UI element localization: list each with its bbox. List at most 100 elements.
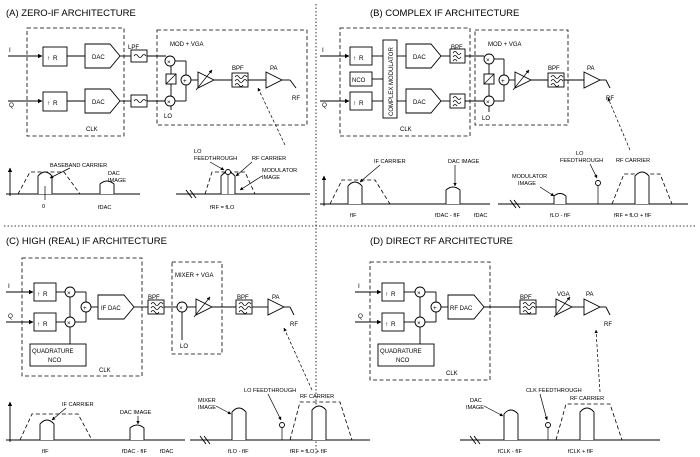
lo-feedthrough-marker-b	[595, 180, 601, 186]
svg-text:I: I	[358, 283, 360, 290]
clk-feedthrough-label: CLK FEEDTHROUGH	[526, 388, 582, 394]
dac-group-box-c	[21, 257, 143, 377]
f-rf-eq-a: fRF = fLO	[210, 205, 235, 211]
rf-carrier-label-c: RF CARRIER	[300, 394, 334, 400]
svg-text:↑: ↑	[47, 55, 50, 62]
svg-text:↑: ↑	[37, 291, 40, 298]
clk-feedthrough-marker	[545, 422, 551, 428]
vga-b	[514, 71, 533, 89]
svg-text:×: ×	[179, 305, 183, 312]
svg-text:I: I	[8, 283, 10, 290]
f-clk-if2-d: fCLK + fIF	[568, 449, 594, 455]
svg-text:+: +	[183, 78, 187, 85]
rf-carrier-d	[579, 407, 595, 440]
svg-text:BPF: BPF	[520, 295, 532, 301]
lo-feedthrough-marker-c	[279, 422, 285, 428]
svg-text:Q: Q	[322, 102, 327, 109]
svg-text:I: I	[322, 47, 324, 54]
lpf-i	[130, 49, 148, 63]
svg-text:DAC: DAC	[413, 55, 426, 61]
svg-text:+: +	[433, 305, 437, 312]
title-direct-rf: (D) DIRECT RF ARCHITECTURE	[370, 236, 513, 247]
svg-text:RF: RF	[606, 96, 614, 102]
svg-text:BPF: BPF	[148, 295, 160, 301]
mod-vga-label: MOD + VGA	[170, 42, 204, 48]
if-dac-label: IF DAC	[101, 306, 121, 312]
bpf-q-b	[449, 93, 466, 109]
clk-label: CLK	[86, 127, 98, 133]
if-carrier-b	[347, 181, 363, 204]
interp-block-i	[42, 46, 68, 67]
svg-text:+: +	[83, 305, 87, 312]
panel-zero-if: (A) ZERO-IF ARCHITECTURE I Q ↑R ↑R DAC D…	[6, 8, 310, 211]
f-dac-b: fDAC	[474, 213, 487, 219]
svg-text:↑: ↑	[385, 321, 388, 328]
interp-block-q	[42, 91, 68, 112]
if-dac-c	[97, 294, 135, 320]
svg-text:PA: PA	[272, 295, 280, 301]
svg-text:DAC: DAC	[470, 398, 482, 404]
if-carrier-c	[39, 419, 55, 440]
f-rf-eq-b: fRF = fLO + fIF	[614, 213, 652, 219]
vga-c	[195, 298, 214, 316]
svg-text:DAC: DAC	[413, 100, 426, 106]
svg-text:R: R	[391, 321, 396, 328]
panel-high-if: (C) HIGH (REAL) IF ARCHITECTURE I Q ↑R ↑…	[6, 236, 370, 455]
svg-text:R: R	[359, 100, 364, 107]
svg-text:NCO: NCO	[396, 358, 410, 364]
input-i-label: I	[9, 47, 11, 54]
f-lo-if-c: fLO - fIF	[228, 449, 249, 455]
svg-text:FEEDTHROUGH: FEEDTHROUGH	[194, 156, 237, 162]
complex-modulator	[382, 39, 398, 119]
dac-group-box-d	[369, 261, 491, 381]
f-dac-c: fDAC	[160, 449, 173, 455]
svg-text:FEEDTHROUGH: FEEDTHROUGH	[560, 158, 603, 164]
mixer-vga-label: MIXER + VGA	[175, 273, 214, 279]
svg-text:Q: Q	[8, 313, 13, 320]
input-q-label: Q	[9, 102, 14, 109]
svg-text:0: 0	[42, 204, 45, 210]
f-dac-a: fDAC	[98, 205, 111, 211]
svg-text:IMAGE: IMAGE	[466, 405, 484, 411]
svg-text:↑: ↑	[47, 100, 50, 107]
svg-text:R: R	[391, 291, 396, 298]
svg-text:×: ×	[67, 320, 71, 327]
rf-carrier-label-d: RF CARRIER	[570, 396, 604, 402]
svg-text:R: R	[43, 321, 48, 328]
nco-label-b: NCO	[352, 78, 366, 84]
svg-text:RF: RF	[290, 322, 298, 328]
svg-text:×: ×	[417, 290, 421, 297]
vga-a	[197, 71, 216, 89]
rf-carrier-label-a: RF CARRIER	[252, 156, 286, 162]
quadrature-nco-d	[377, 343, 435, 367]
svg-text:PA: PA	[587, 66, 595, 72]
svg-text:BPF: BPF	[548, 66, 560, 72]
dac-i-b	[405, 43, 442, 69]
svg-text:LO: LO	[482, 116, 490, 122]
svg-text:R: R	[53, 55, 58, 62]
pa-d	[583, 298, 602, 316]
f-clk-if-d: fCLK - fIF	[498, 449, 523, 455]
mixer-image-c	[231, 407, 247, 440]
svg-text:×: ×	[417, 320, 421, 327]
pa-a	[265, 71, 284, 89]
svg-text:DAC: DAC	[92, 100, 105, 106]
svg-text:×: ×	[67, 290, 71, 297]
svg-text:×: ×	[167, 99, 171, 106]
svg-text:QUADRATURE: QUADRATURE	[380, 349, 422, 355]
dac-group-box	[26, 27, 125, 137]
title-zero-if: (A) ZERO-IF ARCHITECTURE	[6, 8, 136, 19]
dac-image-b	[445, 186, 461, 204]
svg-text:MODULATOR: MODULATOR	[512, 174, 547, 180]
svg-text:↑: ↑	[353, 100, 356, 107]
lpf-label: LPF	[128, 45, 139, 51]
dac-image-label-c: DAC IMAGE	[120, 410, 152, 416]
svg-text:×: ×	[486, 57, 490, 64]
f-if-c: fIF	[42, 449, 49, 455]
svg-text:LO: LO	[180, 344, 188, 350]
lpf-q	[130, 94, 148, 108]
svg-text:↑: ↑	[353, 55, 356, 62]
svg-text:RF: RF	[604, 322, 612, 328]
svg-text:PA: PA	[586, 292, 594, 298]
